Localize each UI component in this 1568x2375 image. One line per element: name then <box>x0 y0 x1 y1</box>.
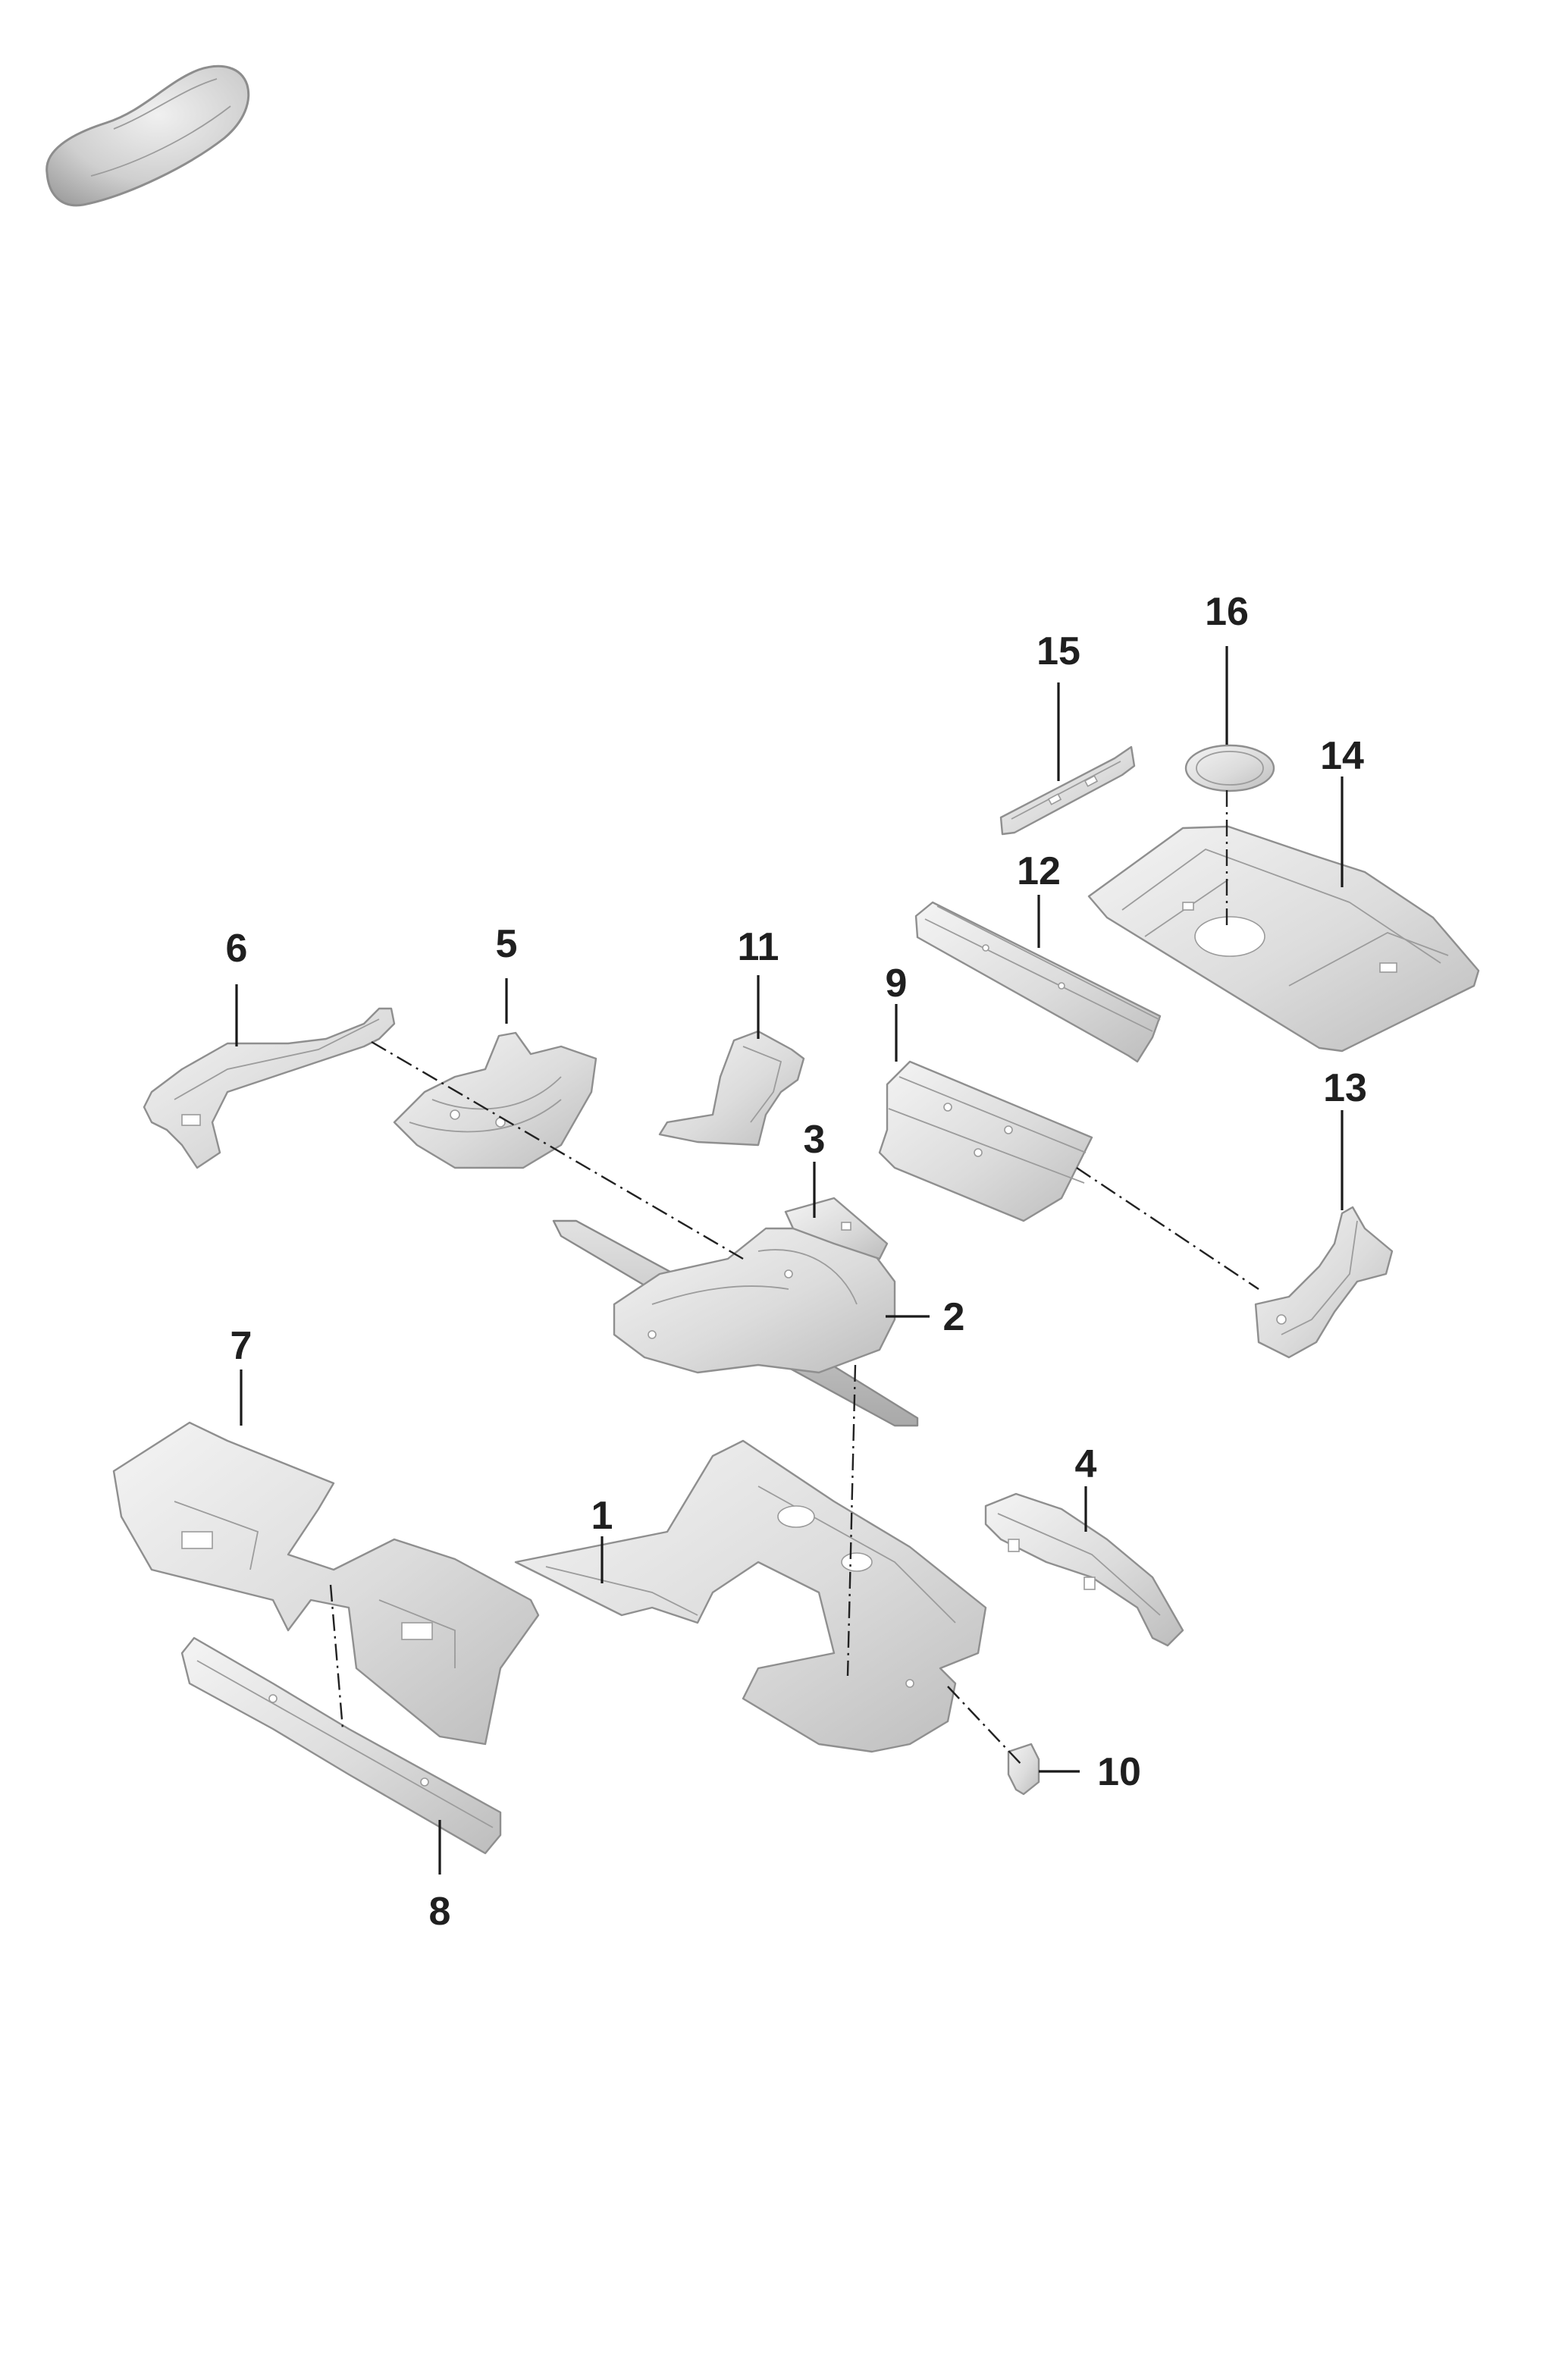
car-silhouette-icon <box>45 64 250 207</box>
part-3-tunnel-bracket <box>784 1197 889 1260</box>
callout-5: 5 <box>496 922 518 966</box>
part-6-front-side-member <box>143 1007 396 1169</box>
part-14-rear-floor-panel <box>1087 825 1480 1053</box>
callout-7: 7 <box>230 1324 252 1368</box>
callout-13: 13 <box>1323 1066 1367 1110</box>
callout-4: 4 <box>1075 1442 1097 1486</box>
callout-11: 11 <box>738 925 779 969</box>
part-1-center-floor-panel <box>514 1439 987 1753</box>
part-10-clip <box>1007 1743 1040 1796</box>
callout-3: 3 <box>804 1118 826 1162</box>
part-15-bracket <box>999 745 1136 836</box>
callout-12: 12 <box>1017 849 1061 893</box>
assembly-lines <box>329 790 1259 1768</box>
callout-16: 16 <box>1205 590 1249 634</box>
callout-1: 1 <box>591 1494 613 1538</box>
callout-10: 10 <box>1097 1750 1141 1794</box>
callout-2: 2 <box>943 1295 965 1339</box>
part-9-seat-cross-member <box>878 1060 1093 1222</box>
part-7-front-floor-panel <box>112 1421 540 1746</box>
callout-8: 8 <box>429 1890 451 1934</box>
part-13-side-member <box>1254 1206 1394 1359</box>
part-5-wheel-arch <box>393 1031 597 1169</box>
callout-6: 6 <box>226 927 248 971</box>
part-11-bracket <box>658 1030 805 1147</box>
part-16-plug <box>1184 744 1275 792</box>
part-2-tunnel <box>552 1219 919 1427</box>
callout-9: 9 <box>886 962 908 1006</box>
part-4-sill-bracket <box>984 1492 1184 1647</box>
part-12-cross-member <box>914 901 1162 1063</box>
callout-labels: 1 2 3 4 5 6 7 8 9 10 11 12 13 14 15 16 <box>226 590 1367 1934</box>
callout-15: 15 <box>1036 629 1080 673</box>
callout-14: 14 <box>1320 734 1364 778</box>
part-8-cross-beam <box>180 1636 502 1855</box>
leader-lines <box>235 646 1344 1875</box>
